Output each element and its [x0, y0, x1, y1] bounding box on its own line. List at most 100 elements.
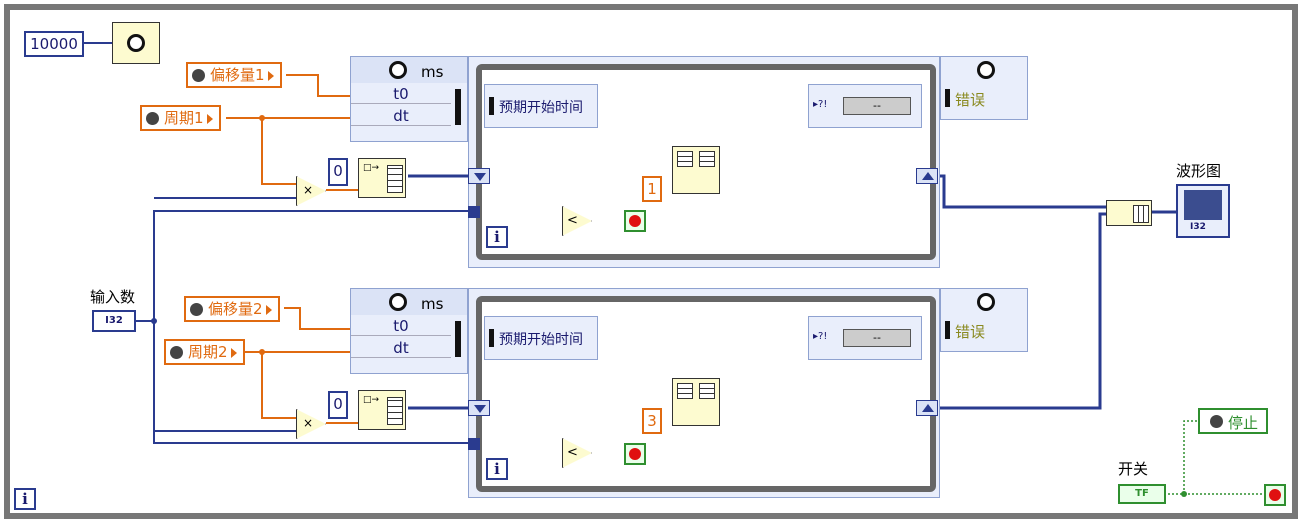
arrow-icon [267, 70, 274, 81]
timed-loop2-input-node[interactable]: ms t0 dt [350, 288, 468, 374]
array-grid-icon [699, 151, 715, 167]
switch-label: 开关 [1118, 460, 1149, 478]
array-grid-icon [387, 165, 403, 193]
offset1-control[interactable]: 偏移量1 [186, 62, 282, 88]
shift-left1-terminal [468, 168, 490, 184]
waveform-graph-label: 波形图 [1176, 162, 1222, 180]
multiply-icon: × [303, 183, 314, 197]
clock-icon [977, 61, 995, 79]
node-title: ms [351, 289, 467, 315]
node-bar [489, 329, 494, 347]
init-array2-function[interactable]: □→ [358, 390, 406, 430]
waveform-graph-indicator[interactable]: I32 [1176, 184, 1230, 238]
expected-start2-label: 预期开始时间 [499, 332, 583, 348]
tunnel2 [468, 438, 480, 450]
input-number-label: 输入数 [90, 288, 136, 306]
array-grid-icon [677, 151, 693, 167]
node-side-bar [455, 89, 461, 125]
node-side-bar [455, 321, 461, 357]
node-title: ms [351, 57, 467, 83]
stop-label: 停止 [1228, 414, 1259, 432]
period2-control[interactable]: 周期2 [164, 339, 245, 365]
input-number-control[interactable]: I32 [92, 310, 136, 332]
period1-control[interactable]: 周期1 [140, 105, 221, 131]
clock-icon [389, 61, 407, 79]
switch-control[interactable]: TF [1118, 484, 1166, 504]
array-grid-icon [387, 397, 403, 425]
array-grid-icon [699, 383, 715, 399]
error-out1-node[interactable]: 错误 [940, 56, 1028, 120]
clock-icon [389, 293, 407, 311]
node-bar [489, 97, 494, 115]
index2-constant[interactable]: 3 [642, 408, 662, 434]
timeout-constant[interactable]: 10000 [24, 31, 84, 57]
graph-icon [1184, 190, 1222, 220]
arrow-icon [265, 304, 272, 315]
t0-terminal[interactable]: t0 [351, 317, 451, 336]
array-grid-icon [677, 383, 693, 399]
zero1-constant[interactable]: 0 [328, 158, 348, 186]
stop-local-variable[interactable]: 停止 [1198, 408, 1268, 434]
graph-type-label: I32 [1190, 222, 1206, 232]
globe-icon [170, 346, 183, 359]
stop-condition1[interactable] [624, 210, 646, 232]
timed-loop1-right-node[interactable]: ▸?! -- [808, 84, 922, 128]
ms-label: ms [421, 63, 444, 81]
offset1-label: 偏移量1 [210, 66, 265, 84]
outer-stop-condition[interactable] [1264, 484, 1286, 506]
index1-constant[interactable]: 1 [642, 176, 662, 202]
globe-icon [190, 303, 203, 316]
timed-loop1-input-node[interactable]: ms t0 dt [350, 56, 468, 142]
timed-loop2-right-node[interactable]: ▸?! -- [808, 316, 922, 360]
array-small-label: □→ [363, 163, 380, 173]
error1-label: 错误 [955, 91, 986, 109]
error-in-icon: ▸?! [813, 99, 828, 110]
shift-right1-terminal [916, 168, 938, 184]
stop-condition2[interactable] [624, 443, 646, 465]
arrow-icon [230, 347, 237, 358]
node-bar [945, 89, 950, 107]
iteration1-terminal: i [486, 226, 508, 248]
expected-start2-node[interactable]: 预期开始时间 [484, 316, 598, 360]
empty-indicator2: -- [843, 329, 911, 347]
error-in-icon: ▸?! [813, 331, 828, 342]
arrow-down-icon [474, 173, 486, 181]
shift-right2-terminal [916, 400, 938, 416]
ms-label: ms [421, 295, 444, 313]
period1-label: 周期1 [164, 109, 204, 127]
outer-iteration-terminal: i [14, 488, 36, 510]
clock-icon [127, 34, 145, 52]
multiply-icon: × [303, 416, 314, 430]
error2-label: 错误 [955, 323, 986, 341]
outer-while-loop [4, 4, 1298, 519]
arrow-icon [206, 113, 213, 124]
dt-terminal[interactable]: dt [351, 339, 451, 358]
build-array-function[interactable] [1106, 200, 1152, 226]
arrow-down-icon [474, 405, 486, 413]
arrow-up-icon [922, 172, 934, 180]
globe-icon [146, 112, 159, 125]
error-out2-node[interactable]: 错误 [940, 288, 1028, 352]
index-array1-function[interactable] [672, 146, 720, 194]
shift-left2-terminal [468, 400, 490, 416]
arrow-up-icon [922, 404, 934, 412]
tunnel1 [468, 206, 480, 218]
index-array2-function[interactable] [672, 378, 720, 426]
globe-icon [192, 69, 205, 82]
expected-start1-label: 预期开始时间 [499, 100, 583, 116]
zero2-constant[interactable]: 0 [328, 391, 348, 419]
init-array1-function[interactable]: □→ [358, 158, 406, 198]
less-than-icon: < [567, 445, 578, 460]
expected-start1-node[interactable]: 预期开始时间 [484, 84, 598, 128]
period2-label: 周期2 [188, 343, 228, 361]
offset2-label: 偏移量2 [208, 300, 263, 318]
globe-icon [1210, 415, 1223, 428]
t0-terminal[interactable]: t0 [351, 85, 451, 104]
empty-indicator1: -- [843, 97, 911, 115]
less-than-icon: < [567, 213, 578, 228]
wait-ms-function[interactable] [112, 22, 160, 64]
dt-terminal[interactable]: dt [351, 107, 451, 126]
array-grid-icon [1133, 205, 1149, 223]
offset2-control[interactable]: 偏移量2 [184, 296, 280, 322]
